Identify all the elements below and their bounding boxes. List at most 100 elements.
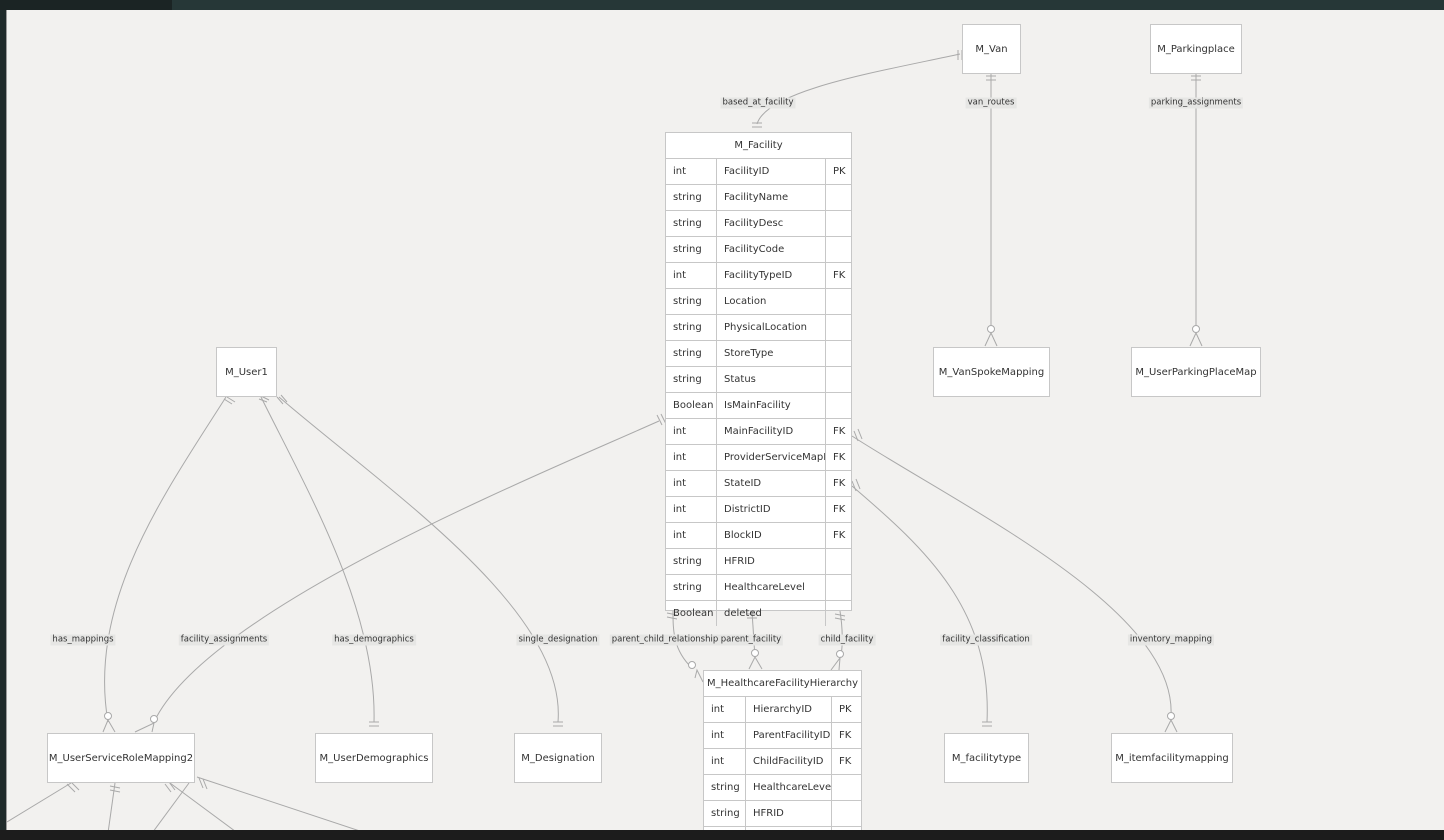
attribute-key <box>825 341 851 366</box>
attribute-key <box>831 775 861 800</box>
attribute-name: FacilityName <box>716 185 825 210</box>
cardinality-tick <box>70 781 80 791</box>
attribute-name: MainFacilityID <box>716 419 825 444</box>
attribute-type: Boolean <box>673 400 714 411</box>
relationship-line <box>169 782 235 830</box>
relationship-line <box>851 485 988 723</box>
attribute-key <box>825 185 851 210</box>
entity-m-user1[interactable]: M_User1 <box>216 347 277 397</box>
relationship-label: facility_classification <box>940 634 1032 646</box>
relationship-line <box>153 782 190 830</box>
cardinality-circle <box>688 661 696 669</box>
crows-foot-mark <box>984 331 998 347</box>
entity-m-userparkingplacemap[interactable]: M_UserParkingPlaceMap <box>1131 347 1261 397</box>
attribute-name: HFRID <box>745 801 831 826</box>
entity-m-userservicerolemapping2[interactable]: M_UserServiceRoleMapping2 <box>47 733 195 783</box>
relationship-line <box>260 396 375 723</box>
attribute-name: Location <box>716 289 825 314</box>
attribute-key <box>825 367 851 392</box>
entity-m-designation[interactable]: M_Designation <box>514 733 602 783</box>
cardinality-tick <box>834 617 846 621</box>
attribute-key <box>831 827 861 830</box>
cardinality-tick <box>109 789 121 793</box>
attribute-type: int <box>711 730 725 741</box>
entity-m-userdemographics[interactable]: M_UserDemographics <box>315 733 433 783</box>
cardinality-tick <box>656 414 663 426</box>
attribute-name: FacilityID <box>716 159 825 184</box>
cardinality-circle <box>104 712 112 720</box>
cardinality-tick <box>666 612 678 616</box>
attribute-name: HFRID <box>716 549 825 574</box>
attribute-key <box>831 801 861 826</box>
entity-m-vanspokemapping[interactable]: M_VanSpokeMapping <box>933 347 1050 397</box>
attribute-type: string <box>673 296 702 307</box>
attribute-key: FK <box>825 523 851 548</box>
cardinality-tick <box>280 394 288 403</box>
attribute-type: string <box>673 192 702 203</box>
cardinality-tick <box>109 785 121 789</box>
relationship-line <box>851 435 1172 717</box>
attribute-name: FacilityDesc <box>716 211 825 236</box>
cardinality-tick <box>855 478 861 490</box>
window-top-bar-segment <box>0 0 172 10</box>
crows-foot-mark <box>1164 718 1178 733</box>
attribute-key: FK <box>825 497 851 522</box>
attribute-name: BlockID <box>716 523 825 548</box>
cardinality-circle <box>1167 712 1175 720</box>
relationship-label: has_mappings <box>50 634 116 646</box>
relationship-line <box>104 396 227 723</box>
attribute-row: string Location <box>666 289 851 315</box>
cardinality-tick <box>276 396 284 405</box>
attribute-name: Status <box>716 367 825 392</box>
relationship-line <box>756 53 961 125</box>
attribute-type: int <box>673 530 687 541</box>
attribute-key: FK <box>825 263 851 288</box>
attribute-type: string <box>673 348 702 359</box>
relationship-label: based_at_facility <box>720 97 796 109</box>
attribute-name: deleted <box>716 601 825 626</box>
relationship-line <box>196 776 359 830</box>
relationship-line <box>7 782 72 823</box>
cardinality-tick <box>853 430 859 442</box>
attribute-name: HierarchyID <box>745 697 831 722</box>
entity-m-itemfacilitymapping[interactable]: M_itemfacilitymapping <box>1111 733 1233 783</box>
relationship-label: inventory_mapping <box>1127 634 1215 646</box>
attribute-key <box>825 575 851 600</box>
entity-m-facilitytype[interactable]: M_facilitytype <box>944 733 1029 783</box>
attribute-type: Boolean <box>673 608 714 619</box>
cardinality-tick <box>198 777 204 789</box>
relationship-label: parking_assignments <box>1148 97 1244 109</box>
cardinality-tick <box>168 781 176 791</box>
attribute-type: int <box>711 704 725 715</box>
attribute-row: string FacilityName <box>666 185 851 211</box>
attribute-name: FacilityCode <box>716 237 825 262</box>
entity-m-healthcarefacilityhierarchy[interactable]: M_HealthcareFacilityHierarchy int Hierarc… <box>703 670 862 830</box>
attribute-key <box>825 549 851 574</box>
attribute-type: string <box>673 374 702 385</box>
attribute-type: string <box>711 782 740 793</box>
attribute-key: FK <box>825 445 851 470</box>
attribute-row: string Status <box>666 367 851 393</box>
attribute-name: HealthcareLevel <box>716 575 825 600</box>
cardinality-tick <box>258 398 268 403</box>
attribute-row: string FacilityCode <box>666 237 851 263</box>
entity-m-parkingplace[interactable]: M_Parkingplace <box>1150 24 1242 74</box>
crows-foot-mark <box>134 722 155 733</box>
cardinality-tick <box>857 428 863 440</box>
attribute-key: FK <box>831 749 861 774</box>
diagram-canvas[interactable]: M_Van M_Parkingplace M_User1 M_VanSpokeM… <box>6 10 1444 830</box>
entity-m-van[interactable]: M_Van <box>962 24 1021 74</box>
relationship-line <box>153 420 660 723</box>
attribute-name: ParentFacilityID <box>745 723 831 748</box>
attribute-type: string <box>673 244 702 255</box>
entity-title: M_HealthcareFacilityHierarchy <box>704 671 861 697</box>
